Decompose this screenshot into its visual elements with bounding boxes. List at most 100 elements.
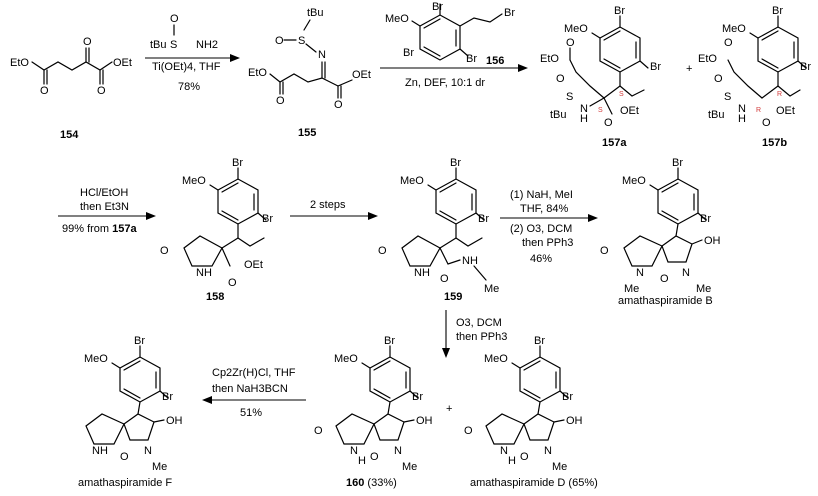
pyrrolidine-ring-bond <box>373 413 405 441</box>
reagent-text: (2) O3, DCM <box>510 223 572 235</box>
atom-label: O <box>97 85 106 97</box>
atom-label: EtO <box>698 53 717 65</box>
atom-label: OEt <box>776 105 795 117</box>
reagent-text: HCl/EtOH <box>80 187 128 199</box>
bond <box>221 247 231 267</box>
yield-text: 78% <box>178 81 200 93</box>
atom-label: O <box>170 13 179 25</box>
aryl-160 <box>361 345 419 403</box>
vinyl-bond <box>455 237 483 247</box>
chain-bond <box>31 61 113 71</box>
atom-label: EtO <box>248 67 267 79</box>
bond <box>603 97 613 115</box>
lactam-ring-bond <box>183 235 223 267</box>
atom-label: O <box>762 117 771 129</box>
atom-label: N <box>500 445 508 457</box>
atom-label: OEt <box>244 259 263 271</box>
atom-label: MeO <box>182 175 206 187</box>
atom-label: H <box>508 455 516 467</box>
compound-157b: MeO Br Br R R EtO O N H S O tBu O OEt 15… <box>698 5 811 149</box>
atom-label: MeO <box>385 13 409 25</box>
atom-label: Br <box>432 1 443 13</box>
reagent-text: then Et3N <box>80 201 129 213</box>
atom-label: MeO <box>622 175 646 187</box>
bond <box>153 419 165 423</box>
bond <box>303 19 311 31</box>
arrow-head <box>588 214 598 222</box>
bond <box>221 237 239 249</box>
lactam-ring-bond <box>485 413 525 445</box>
atom-label: Br <box>232 157 243 169</box>
atom-label: OEt <box>620 105 639 117</box>
atom-label: NH <box>414 267 430 279</box>
atom-label: EtO <box>10 57 29 69</box>
chain-bond <box>727 59 763 99</box>
compound-amathaspiramide-b: MeO Br Br OH O N Me N Me O amathaspirami… <box>600 157 721 307</box>
compound-amathaspiramide-f: MeO Br Br OH NH O N Me amathaspiramide F <box>78 335 183 489</box>
compound-amathaspiramide-d: MeO Br Br OH O N H O N Me amathaspiramid… <box>464 335 598 489</box>
arrow-step6: O3, DCM then PPh3 <box>442 310 507 358</box>
arrow-head <box>230 54 240 62</box>
atom-label: Me <box>552 461 567 473</box>
bond <box>305 43 317 53</box>
yield-text: 46% <box>530 253 552 265</box>
atom-label: S <box>170 39 177 51</box>
compound-label-155: 155 <box>298 127 316 139</box>
atom-label: OH <box>566 415 583 427</box>
reagent-text: then PPh3 <box>522 237 573 249</box>
reagent-text: Cp2Zr(H)Cl, THF <box>212 367 296 379</box>
atom-label: Me <box>484 283 499 295</box>
compound-label-154: 154 <box>60 129 79 141</box>
atom-label: NH2 <box>196 39 218 51</box>
lactam-ring-bond <box>335 413 375 445</box>
arrow-step4: 2 steps <box>290 199 378 220</box>
compound-label-158: 158 <box>206 291 224 303</box>
reagent-text: then PPh3 <box>456 331 507 343</box>
reagent-text: THF, 84% <box>520 203 569 215</box>
reagent-text: O3, DCM <box>456 317 502 329</box>
atom-label: O <box>275 35 284 47</box>
bond <box>387 401 391 415</box>
atom-label: Br <box>800 61 811 73</box>
atom-label: Br <box>403 47 414 59</box>
atom-label: O <box>604 117 613 129</box>
arrow-step2: MeO Br Br Br Br 156 Zn, DEF, 10:1 dr <box>380 1 528 89</box>
atom-label: tBu <box>550 109 567 121</box>
arrow-step5: (1) NaH, MeI THF, 84% (2) O3, DCM then P… <box>500 189 598 265</box>
reagent-text: 2 steps <box>310 199 346 211</box>
atom-label: Br <box>478 213 489 225</box>
atom-label: Br <box>672 157 683 169</box>
aryl-157a <box>591 15 649 73</box>
atom-label: N <box>144 445 152 457</box>
bond <box>439 237 457 249</box>
compound-label-amathaspiramide-b: amathaspiramide B <box>618 295 713 307</box>
reagent-label-156: 156 <box>486 55 504 67</box>
compound-label-159: 159 <box>444 291 462 303</box>
plus-sign: + <box>446 403 452 415</box>
atom-label: O <box>276 95 285 107</box>
atom-label: Me <box>402 461 417 473</box>
atom-label: Br <box>614 5 625 17</box>
bond <box>675 223 679 237</box>
arrow-step7: Cp2Zr(H)Cl, THF then NaH3BCN 51% <box>202 367 306 419</box>
bond <box>603 85 621 99</box>
atom-label: EtO <box>540 53 559 65</box>
plus-sign: + <box>686 63 692 75</box>
compound-label-amathaspiramide-f: amathaspiramide F <box>78 477 172 489</box>
bond <box>691 239 703 245</box>
atom-label: OH <box>416 415 433 427</box>
atom-label: O <box>378 245 387 257</box>
atom-label: Br <box>262 213 273 225</box>
bond <box>403 419 415 423</box>
compound-157a: MeO Br Br S S EtO O N H S O tBu O OEt 15… <box>540 5 661 149</box>
bond <box>553 419 565 423</box>
atom-label: Br <box>772 5 783 17</box>
atom-label: Br <box>450 157 461 169</box>
stereo-label: S <box>598 107 603 114</box>
atom-label: S <box>298 35 305 47</box>
atom-label: NH <box>462 255 478 267</box>
atom-label: N <box>636 267 644 279</box>
arrow-head <box>202 396 212 404</box>
lactam-ring-bond <box>623 235 663 267</box>
